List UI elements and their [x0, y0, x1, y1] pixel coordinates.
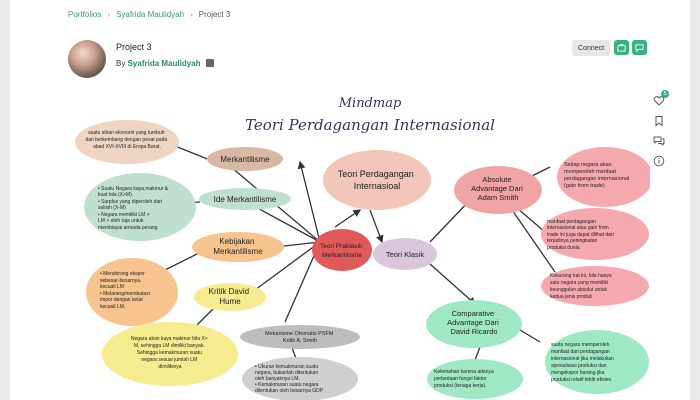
info-icon — [653, 155, 665, 167]
svg-text:suatu negara memperoleh: suatu negara memperoleh manfaat dari per… — [551, 342, 615, 383]
node-kebijakan: Kebijakan Merkantilisme — [192, 232, 284, 262]
bookmark-button[interactable] — [653, 114, 665, 127]
breadcrumb-author[interactable]: Syafrida Maulidyah — [116, 10, 185, 19]
node-psfm: Mekanisme Otomatis PSFM Kritik A. Smith — [240, 325, 360, 349]
node-ide-merkantilisme: Ide Merkantilisme — [199, 188, 291, 210]
svg-text:Kebijakan Merkantilism: Kebijakan Merkantilisme — [213, 237, 263, 256]
svg-text:Ide Merkantilisme: Ide Merkantilisme — [214, 195, 277, 204]
node-comparative-desc-1: suatu negara memperoleh manfaat dari per… — [545, 330, 649, 394]
svg-text:Negara akan kaya makmur bila X: Negara akan kaya makmur bila X> M, sehin… — [131, 336, 209, 370]
breadcrumb-current: Project 3 — [198, 10, 231, 19]
node-ide-description: • Suatu Negara kaya,makmur & kuat bila (… — [84, 173, 196, 241]
mindmap-heading-line1: Mindmap — [338, 96, 402, 111]
svg-text:• Mendorong ekspor s: • Mendorong ekspor sebesar-besarnya, kec… — [100, 271, 151, 310]
svg-text:Comparative Advantage: Comparative Advantage Dari David Ricardo — [447, 309, 501, 336]
briefcase-button[interactable] — [614, 40, 629, 55]
mindmap-heading-line2: Teori Perdagangan Internasional — [245, 116, 495, 134]
svg-text:Teori Praklasik Merkan: Teori Praklasik Merkantilisme — [320, 243, 364, 259]
page-title: Project 3 — [116, 42, 152, 52]
bookmark-icon — [655, 116, 663, 127]
node-central: Teori Perdagangan Internasioal — [323, 150, 431, 210]
svg-text:Teori Perdagangan Inte: Teori Perdagangan Internasioal — [338, 169, 417, 191]
svg-text:Kritik David Hume: Kritik David Hume — [209, 287, 252, 306]
like-button[interactable]: 5 — [653, 90, 669, 106]
verified-badge-icon — [205, 59, 214, 67]
by-label: By — [116, 59, 126, 68]
message-button[interactable] — [632, 40, 647, 55]
like-count-badge: 5 — [661, 90, 669, 98]
breadcrumb: Portfolios › Syafrida Maulidyah › Projec… — [68, 10, 230, 19]
node-comparative: Comparative Advantage Dari David Ricardo — [426, 300, 522, 348]
node-merkantilisme: Merkantilisme — [207, 147, 283, 171]
node-kebijakan-description: • Mendorong ekspor sebesar-besarnya, kec… — [86, 258, 178, 326]
comments-button[interactable] — [653, 134, 665, 146]
svg-text:Kelemahan karena adanya: Kelemahan karena adanya perbedaan fungsi… — [434, 369, 495, 389]
page-container: Portfolios › Syafrida Maulidyah › Projec… — [10, 0, 690, 400]
connect-button[interactable]: Connect — [572, 40, 610, 56]
svg-text:Teori Klasik: Teori Klasik — [386, 250, 425, 259]
avatar[interactable] — [68, 40, 106, 78]
svg-text:Absolute Advantage Dar: Absolute Advantage Dari Adam Smith — [471, 175, 525, 202]
chat-icon — [635, 44, 644, 52]
node-kritik: Kritik David Hume — [194, 283, 266, 311]
chevron-right-icon: › — [107, 10, 111, 19]
briefcase-icon — [617, 43, 626, 52]
info-button[interactable] — [653, 154, 665, 167]
author-line: By Syafrida Maulidyah — [116, 59, 214, 68]
node-absolute-desc-3: Kekurang hat ini, bila hanya satu negara… — [541, 266, 649, 306]
node-klasik: Teori Klasik — [373, 238, 437, 270]
node-absolute-desc-2: manfaat perdagangan internasional atau g… — [541, 208, 649, 260]
node-absolute: Absolute Advantage Dari Adam Smith — [454, 166, 542, 214]
heart-icon — [653, 96, 665, 106]
chevron-right-icon: › — [190, 10, 193, 19]
svg-text:• Ukuran kemakmuran suatu: • Ukuran kemakmuran suatu negara, bukanl… — [255, 364, 324, 394]
node-comparative-desc-2: Kelemahan karena adanya perbedaan fungsi… — [427, 359, 523, 399]
node-absolute-desc-1: Setiap negara akan memperoleh manfaat pe… — [557, 147, 650, 207]
mindmap-image: Mindmap Teori Perdagangan Internasional — [75, 96, 650, 400]
svg-text:Merkantilisme: Merkantilisme — [220, 155, 270, 164]
svg-text:Setiap negara akan mem: Setiap negara akan memperoleh manfaat pe… — [564, 162, 631, 189]
breadcrumb-portfolios[interactable]: Portfolios — [68, 10, 102, 19]
svg-text:suatu aliran ekonomi yang tumb: suatu aliran ekonomi yang tumbuh dan ber… — [85, 130, 168, 150]
node-kritik-description: Negara akan kaya makmur bila X> M, sehin… — [102, 322, 238, 386]
mindmap-connectors — [164, 143, 556, 365]
svg-text:Mekanisme Otomatis PSFM: Mekanisme Otomatis PSFM Kritik A. Smith — [265, 331, 335, 344]
svg-text:Kekurang hat ini, bila hanya: Kekurang hat ini, bila hanya satu negara… — [550, 273, 613, 300]
author-link[interactable]: Syafrida Maulidyah — [127, 59, 201, 68]
svg-text:manfaat perdagangan in: manfaat perdagangan internasional atau g… — [547, 219, 615, 251]
svg-text:• Suatu Negara kaya,makmur &: • Suatu Negara kaya,makmur & kuat bila (… — [98, 186, 170, 231]
node-merkantilisme-description: suatu aliran ekonomi yang tumbuh dan ber… — [75, 120, 179, 164]
comments-icon — [653, 136, 665, 146]
node-psfm-description: • Ukuran kemakmuran suatu negara, bukanl… — [242, 357, 358, 400]
node-praklasik: Teori Praklasik Merkantilisme — [312, 229, 372, 271]
